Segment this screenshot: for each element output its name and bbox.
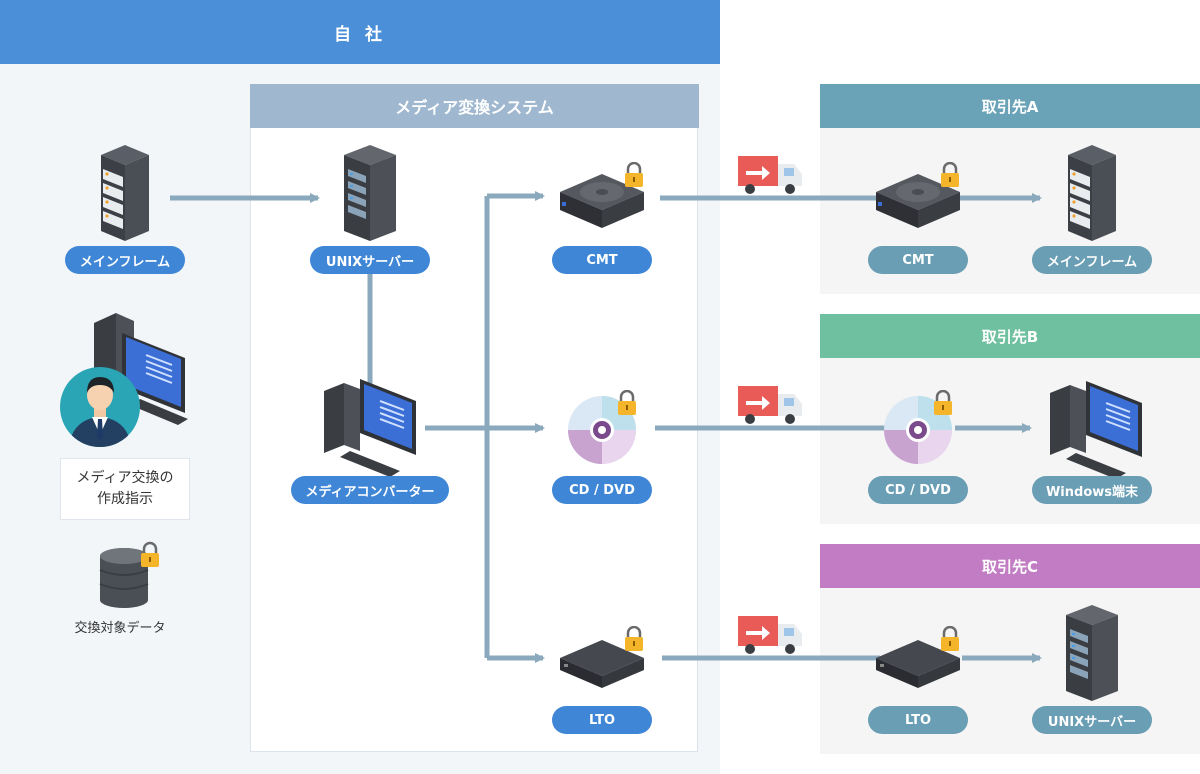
delivery-truck-icon: [738, 156, 802, 194]
delivery-truck-icon: [738, 616, 802, 654]
instruction-note: メディア交換の 作成指示: [60, 458, 190, 520]
lock-icon: [625, 162, 643, 187]
unix-server-icon: [344, 145, 396, 241]
cd-dvd-disc-icon: [568, 390, 636, 464]
lock-icon: [141, 541, 159, 567]
lock-icon: [941, 626, 959, 651]
operator-pc-icon: [60, 313, 188, 447]
own-company-header: 自 社: [0, 0, 720, 64]
lto-drive-icon: [560, 626, 644, 688]
partner-a-cmt-label: CMT: [868, 246, 968, 274]
partner-b-header: 取引先B: [820, 314, 1200, 358]
partner-c-lto-label: LTO: [868, 706, 968, 734]
partner-b-cd-dvd-label: CD / DVD: [868, 476, 968, 504]
partner-a-mainframe-label: メインフレーム: [1032, 246, 1152, 274]
mainframe-label: メインフレーム: [65, 246, 185, 274]
exchange-data-label: 交換対象データ: [74, 621, 166, 636]
media-conversion-system-header: メディア変換システム: [250, 84, 699, 128]
instruction-note-line-2: 作成指示: [97, 491, 153, 507]
media-converter-label: メディアコンバーター: [291, 476, 449, 504]
unix-server-label: UNIXサーバー: [310, 246, 430, 274]
lock-icon: [934, 390, 952, 415]
partner-c-unix-server-icon: [1066, 605, 1118, 701]
lto-label: LTO: [552, 706, 652, 734]
partner-a-cmt-drive-icon: [876, 162, 960, 228]
cmt-label: CMT: [552, 246, 652, 274]
partner-c-lto-drive-icon: [876, 626, 960, 688]
cd-dvd-label: CD / DVD: [552, 476, 652, 504]
lock-icon: [625, 626, 643, 651]
media-converter-icon: [324, 379, 416, 477]
partner-a-header: 取引先A: [820, 84, 1200, 128]
database-icon: [99, 541, 159, 608]
partner-b-windows-label: Windows端末: [1032, 476, 1152, 504]
cmt-drive-icon: [560, 162, 644, 228]
lock-icon: [618, 390, 636, 415]
partner-b-windows-pc-icon: [1050, 381, 1142, 479]
delivery-truck-icon: [738, 386, 802, 424]
partner-b-cd-dvd-disc-icon: [884, 390, 952, 464]
mainframe-server-icon: [101, 145, 149, 241]
partner-c-header: 取引先C: [820, 544, 1200, 588]
instruction-note-line-1: メディア交換の: [76, 470, 174, 486]
lock-icon: [941, 162, 959, 187]
partner-c-unix-label: UNIXサーバー: [1032, 706, 1152, 734]
partner-a-mainframe-icon: [1068, 145, 1116, 241]
